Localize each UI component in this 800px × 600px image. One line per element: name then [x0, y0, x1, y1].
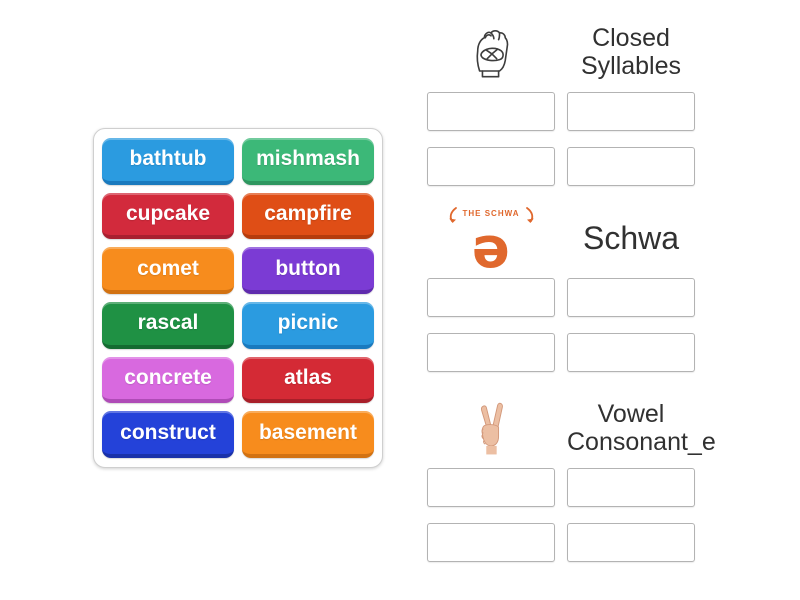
word-tile-rascal[interactable]: rascal: [102, 302, 234, 349]
word-tile-picnic[interactable]: picnic: [242, 302, 374, 349]
drop-slot[interactable]: [567, 92, 695, 131]
group-title: Schwa: [582, 219, 680, 256]
group-title: Closed Syllables: [580, 23, 682, 80]
word-tile-construct[interactable]: construct: [102, 411, 234, 458]
fist-icon: [472, 25, 510, 79]
tile-label: cupcake: [125, 201, 211, 225]
tile-label: comet: [137, 256, 199, 280]
drop-slot[interactable]: [567, 147, 695, 186]
tile-label: picnic: [277, 311, 339, 335]
word-tile-cupcake[interactable]: cupcake: [102, 192, 234, 240]
tile-label: campfire: [264, 201, 352, 225]
group-header: Closed Syllables: [427, 16, 695, 88]
drop-slot[interactable]: [427, 468, 555, 507]
drop-slot[interactable]: [427, 92, 555, 131]
peace-hand-icon: [474, 400, 508, 456]
drop-slot[interactable]: [427, 523, 555, 562]
schwa-icon: THE SCHWA ə: [427, 206, 555, 281]
word-bank-panel: bathtub mishmash cupcake campfire comet …: [93, 128, 383, 468]
word-tile-atlas[interactable]: atlas: [242, 356, 374, 404]
tile-label: mishmash: [256, 147, 360, 171]
drop-slot[interactable]: [427, 147, 555, 186]
drop-slot[interactable]: [567, 468, 695, 507]
schwa-caption: THE SCHWA: [462, 208, 520, 218]
word-tile-basement[interactable]: basement: [242, 411, 374, 458]
word-tile-mishmash[interactable]: mishmash: [242, 138, 374, 185]
group-closed-syllables: Closed Syllables: [427, 16, 695, 186]
drop-slot[interactable]: [427, 278, 555, 317]
drop-slot[interactable]: [567, 523, 695, 562]
group-schwa: THE SCHWA ə Schwa: [427, 202, 695, 372]
word-tile-comet[interactable]: comet: [102, 247, 234, 294]
tile-label: construct: [120, 420, 216, 444]
tile-label: basement: [258, 420, 358, 444]
tile-label: button: [275, 256, 341, 280]
schwa-character: ə: [472, 215, 510, 281]
group-header: THE SCHWA ə Schwa: [427, 202, 695, 281]
tile-label: concrete: [124, 365, 212, 389]
drop-slot[interactable]: [567, 278, 695, 317]
drop-slot[interactable]: [567, 333, 695, 372]
tile-label: atlas: [284, 365, 332, 389]
curved-arrow-left-icon: [448, 206, 457, 223]
group-header: Vowel Consonant_e: [427, 392, 716, 464]
word-tile-bathtub[interactable]: bathtub: [102, 138, 234, 185]
word-tile-concrete[interactable]: concrete: [102, 356, 234, 404]
word-tile-button[interactable]: button: [242, 247, 374, 294]
word-tile-campfire[interactable]: campfire: [242, 192, 374, 240]
drop-slot[interactable]: [427, 333, 555, 372]
group-vowel-consonant-e: Vowel Consonant_e: [427, 392, 716, 562]
tile-label: bathtub: [129, 147, 207, 171]
curved-arrow-right-icon: [525, 206, 534, 223]
group-title: Vowel Consonant_e: [567, 399, 716, 456]
tile-label: rascal: [137, 311, 199, 335]
group-slots: [427, 468, 695, 562]
group-slots: [427, 92, 695, 186]
group-slots: [427, 278, 695, 372]
